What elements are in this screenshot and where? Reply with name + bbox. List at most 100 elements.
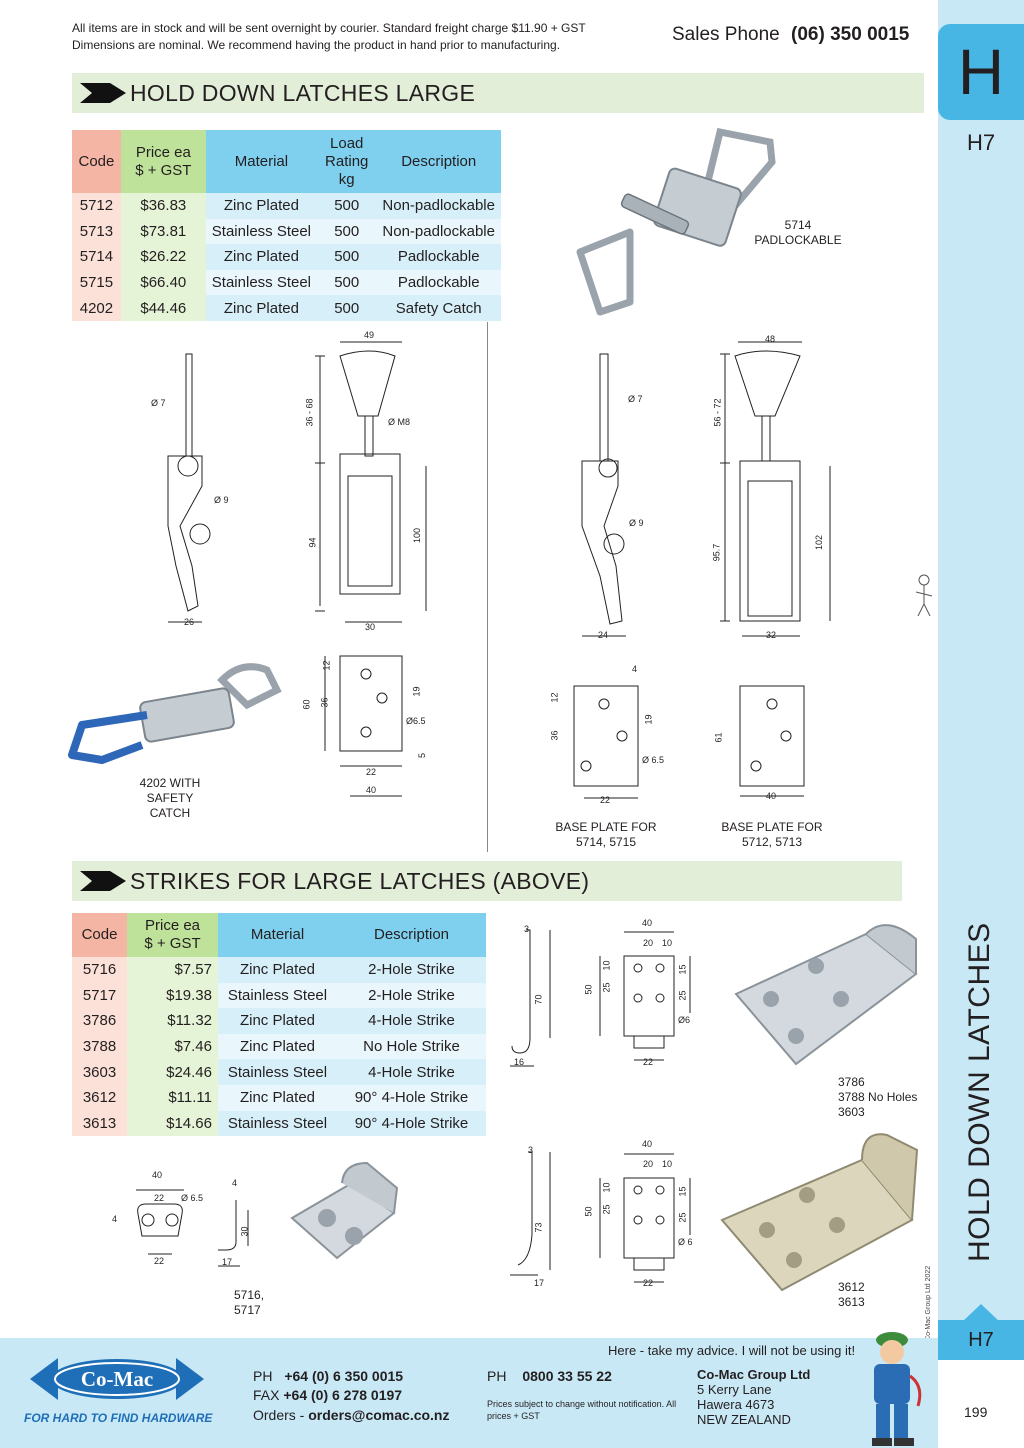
dim-label: 19: [411, 686, 422, 697]
cell-description: Padlockable: [376, 269, 501, 296]
cell-material: Zinc Plated: [218, 1008, 337, 1034]
vertical-title: HOLD DOWN LATCHES: [963, 922, 996, 1262]
cell-description: 90° 4-Hole Strike: [337, 1084, 486, 1111]
caption-5714: 5714 PADLOCKABLE: [748, 218, 848, 248]
dim-label: 25: [677, 1212, 688, 1223]
footer-phone[interactable]: PH +64 (0) 6 350 0015: [253, 1368, 403, 1384]
caption-line: 3786: [838, 1075, 865, 1089]
table-row[interactable]: 5714 $26.22 Zinc Plated 500 Padlockable: [72, 244, 501, 270]
mascot-advice: Here - take my advice. I will not be usi…: [608, 1343, 856, 1358]
dim-label: 25: [677, 990, 688, 1001]
table-row[interactable]: 5715 $66.40 Stainless Steel 500 Padlocka…: [72, 269, 501, 296]
section-header-strikes: STRIKES FOR LARGE LATCHES (ABOVE): [72, 861, 902, 901]
mascot-figure: [872, 1332, 922, 1446]
dim-label: 30: [239, 1226, 250, 1237]
sales-number[interactable]: (06) 350 0015: [791, 24, 910, 45]
dim-label: 15: [677, 1186, 688, 1197]
table-row[interactable]: 4202 $44.46 Zinc Plated 500 Safety Catch: [72, 295, 501, 321]
table-row[interactable]: 5712 $36.83 Zinc Plated 500 Non-padlocka…: [72, 193, 501, 219]
cell-material: Zinc Plated: [218, 1033, 337, 1060]
cell-price: $7.46: [127, 1033, 218, 1060]
footer-freephone[interactable]: PH 0800 33 55 22: [487, 1368, 612, 1384]
dim-label: 17: [534, 1278, 545, 1288]
dim-label: 22: [600, 795, 611, 805]
caption-line: 5716,: [234, 1288, 265, 1302]
dim-label: 10: [662, 1159, 673, 1169]
dim-label: 94: [307, 537, 318, 548]
freephone-number: 0800 33 55 22: [522, 1368, 612, 1384]
dim-label: 22: [154, 1256, 165, 1266]
dim-label: 3: [524, 924, 530, 934]
cell-description: 4-Hole Strike: [337, 1008, 486, 1034]
cell-price: $11.11: [127, 1084, 218, 1111]
caption-line: BASE PLATE FOR: [721, 820, 823, 834]
caption-4202: 4202 WITH SAFETY CATCH: [120, 776, 220, 821]
footer-orders[interactable]: Orders - orders@comac.co.nz: [253, 1407, 450, 1423]
section-title: HOLD DOWN LATCHES LARGE: [130, 79, 476, 106]
caption-line: 5712, 5713: [741, 835, 803, 849]
copyright: © Co-Mac Group Ltd 2022: [925, 1265, 932, 1348]
cell-load: 500: [317, 269, 377, 296]
cell-description: Non-padlockable: [376, 193, 501, 219]
sales-label: Sales Phone: [672, 24, 780, 45]
cell-price: $24.46: [127, 1059, 218, 1085]
strike-3612-photo: [720, 1133, 919, 1292]
caption-3612: 3612 3613: [838, 1280, 865, 1310]
dim-label: 4: [232, 1178, 238, 1188]
cell-material: Stainless Steel: [218, 982, 337, 1009]
caption-line: 5714: [784, 218, 812, 232]
dim-label: 30: [365, 622, 376, 632]
cell-code: 3612: [72, 1084, 127, 1111]
page-number: 199: [964, 1404, 988, 1420]
footer-fax[interactable]: FAX +64 (0) 6 278 0197: [253, 1387, 402, 1403]
col-price: Price ea $ + GST: [127, 913, 218, 957]
cell-load: 500: [317, 193, 377, 219]
dim-label: 20: [643, 1159, 654, 1169]
strike-3786-photo: [734, 924, 918, 1066]
dim-label: 61: [713, 732, 724, 743]
section-letter-tab[interactable]: H: [938, 24, 1024, 120]
table-row[interactable]: 5713 $73.81 Stainless Steel 500 Non-padl…: [72, 218, 501, 245]
dim-label: 3: [528, 1145, 534, 1155]
dim-label: 36: [549, 730, 560, 741]
caption-line: SAFETY: [146, 791, 194, 805]
dim-label: 48: [765, 334, 776, 344]
address-line: Hawera 4673: [697, 1397, 775, 1412]
phone-label: PH: [253, 1368, 273, 1384]
cell-material: Zinc Plated: [205, 295, 318, 321]
dim-label: 22: [366, 767, 377, 777]
dim-label: 36 - 68: [304, 398, 315, 427]
col-material: Material: [218, 913, 337, 957]
caption-line: PADLOCKABLE: [754, 233, 842, 247]
dim-label: Ø M8: [388, 417, 411, 427]
latch-4202-photo: [68, 663, 282, 764]
orders-email: orders@comac.co.nz: [308, 1407, 450, 1423]
cell-material: Zinc Plated: [205, 244, 318, 270]
comac-logo[interactable]: Co-Mac: [24, 1348, 210, 1410]
latch-5712-drawings: [140, 326, 480, 826]
cell-code: 5714: [72, 244, 121, 270]
page-code-bottom[interactable]: H7: [938, 1320, 1024, 1360]
caption-3786: 3786 3788 No Holes 3603: [838, 1075, 917, 1120]
strike-5716-photo: [290, 1161, 399, 1260]
latch-price-table: Code Price ea $ + GST Material Load Rati…: [72, 130, 501, 321]
dim-label: Ø 6.5: [642, 755, 665, 765]
dim-label: 40: [366, 785, 377, 795]
cell-description: No Hole Strike: [337, 1033, 486, 1060]
dim-label: 56 - 72: [712, 398, 723, 427]
strike-price-table: Code Price ea $ + GST Material Descripti…: [72, 913, 486, 1137]
cell-code: 5713: [72, 218, 121, 245]
col-description: Description: [337, 913, 486, 957]
cell-code: 3613: [72, 1110, 127, 1137]
arrow-bullet-icon: [80, 83, 126, 103]
cell-description: Non-padlockable: [376, 218, 501, 245]
dim-label: 70: [533, 994, 544, 1005]
col-material: Material: [205, 130, 318, 193]
